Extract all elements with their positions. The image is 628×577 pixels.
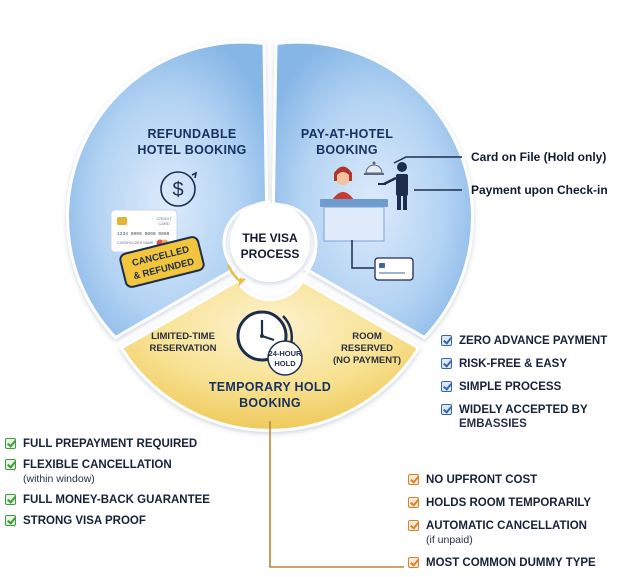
list-item: NO UPFRONT COST [408,473,626,487]
list-item: FLEXIBLE CANCELLATION (within window) [5,458,245,486]
list-item: FULL MONEY-BACK GUARANTEE [5,493,245,507]
checkbox-icon [5,515,16,526]
receptionist-icon [332,166,354,200]
refundable-features-list: FULL PREPAYMENT REQUIRED FLEXIBLE CANCEL… [5,437,245,535]
checkbox-icon [408,474,419,485]
list-item-text: HOLDS ROOM TEMPORARILY [426,497,592,509]
list-item: FULL PREPAYMENT REQUIRED [5,437,245,451]
list-item: SIMPLE PROCESS [441,380,627,394]
svg-text:CREDIT: CREDIT [157,216,172,221]
temporary-hold-connector [269,421,404,568]
checkbox-icon [5,459,16,470]
hold-left-2: RESERVATION [149,343,216,354]
pay-at-hotel-title-2: BOOKING [316,143,378,157]
list-item-text: WIDELY ACCEPTED BY [459,404,588,416]
callout-card-on-file: Card on File (Hold only) [471,150,606,164]
svg-text:CARDHOLDER NAME: CARDHOLDER NAME [117,241,154,245]
callout-payment-checkin: Payment upon Check-in [471,183,608,197]
list-item-text: FULL PREPAYMENT REQUIRED [23,438,198,450]
checkbox-icon [5,438,16,449]
list-item-text: ZERO ADVANCE PAYMENT [459,335,608,347]
dollar-icon: $ [160,171,198,207]
temporary-hold-title-1: TEMPORARY HOLD [209,380,331,394]
hold-left-1: LIMITED-TIME [151,331,215,342]
list-item-text: FLEXIBLE CANCELLATION [23,459,172,471]
svg-text:CARD: CARD [158,221,169,226]
card-on-file-pointer [393,156,462,164]
waiter-icon [378,162,408,210]
checkbox-icon [441,358,452,369]
checkbox-icon [441,335,452,346]
checkbox-icon [5,494,16,505]
center-hub [230,202,310,282]
list-item-text: SIMPLE PROCESS [459,381,562,393]
credit-card-icon: CREDIT CARD 1234 0000 0000 0000 CARDHOLD… [110,209,178,253]
hold-right-3: (NO PAYMENT) [333,355,401,366]
hold-right-1: ROOM [352,331,382,342]
list-item-subtext: (within window) [23,473,95,485]
cycle-arrow-icon [238,278,246,287]
hold-right-2: RESERVED [341,343,393,354]
temporary-hold-features-list: NO UPFRONT COST HOLDS ROOM TEMPORARILY A… [408,473,626,577]
hotel-card-connector [351,240,374,269]
temporary-hold-title-2: BOOKING [239,396,301,410]
checkbox-icon [408,557,419,568]
refundable-segment[interactable] [66,40,269,340]
checkbox-icon [441,381,452,392]
list-item-text: MOST COMMON DUMMY TYPE [426,557,596,569]
svg-text:24-HOUR: 24-HOUR [269,349,303,358]
list-item: ZERO ADVANCE PAYMENT [441,334,627,348]
svg-text:HOLD: HOLD [274,359,296,368]
cycle-arrow-icon [296,274,306,285]
list-item: STRONG VISA PROOF [5,514,245,528]
svg-text:$: $ [172,179,183,201]
list-item-subtext: EMBASSIES [459,418,527,430]
pay-at-hotel-features-list: ZERO ADVANCE PAYMENT RISK-FREE & EASY SI… [441,334,627,438]
list-item: WIDELY ACCEPTED BY EMBASSIES [441,403,627,431]
list-item: HOLDS ROOM TEMPORARILY [408,496,626,510]
cycle-arrow-icon [234,200,271,223]
refundable-title-2: HOTEL BOOKING [137,143,246,157]
list-item: RISK-FREE & EASY [441,357,627,371]
list-item-subtext: (if unpaid) [426,534,473,546]
refundable-title-1: REFUNDABLE [147,127,236,141]
list-item-text: STRONG VISA PROOF [23,515,146,527]
list-item-text: FULL MONEY-BACK GUARANTEE [23,494,210,506]
checkbox-icon [408,497,419,508]
checkbox-icon [408,520,419,531]
service-bell-icon [364,161,384,175]
list-item-text: NO UPFRONT COST [426,474,538,486]
center-line1: THE VISA [242,231,298,245]
pay-at-hotel-segment[interactable] [271,40,474,340]
svg-text:1234 0000 0000 0000: 1234 0000 0000 0000 [117,231,170,237]
list-item: MOST COMMON DUMMY TYPE [408,556,626,570]
reception-desk [320,199,388,242]
list-item-text: AUTOMATIC CANCELLATION [426,520,587,532]
list-item-text: RISK-FREE & EASY [459,358,567,370]
24-hour-hold-badge: 24-HOUR HOLD [267,340,303,376]
pay-at-hotel-title-1: PAY-AT-HOTEL [301,127,393,141]
list-item: AUTOMATIC CANCELLATION (if unpaid) [408,519,626,547]
center-line2: PROCESS [241,247,300,261]
credit-card-icon [374,257,414,281]
checkbox-icon [441,404,452,415]
cancelled-refunded-stamp: CANCELLED & REFUNDED [119,236,205,288]
